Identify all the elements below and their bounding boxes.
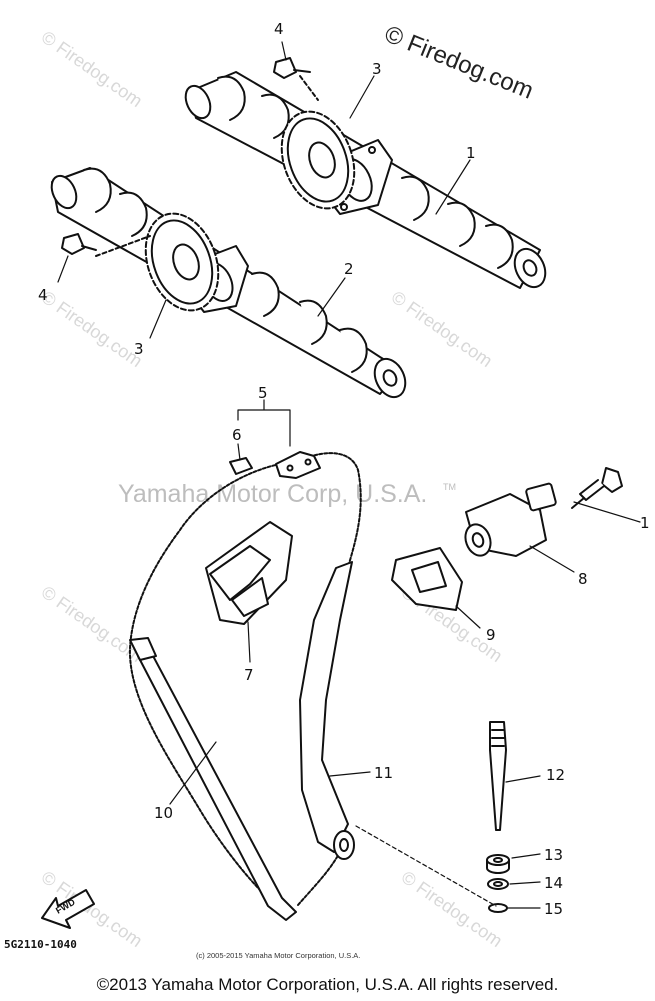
callout-3-lower: 3 — [134, 340, 144, 358]
watermark-text: © Firedog.com — [38, 287, 146, 371]
fwd-arrow-icon — [41, 889, 95, 929]
callout-5: 5 — [258, 384, 268, 402]
part-code: 5G2110-1040 — [4, 938, 77, 951]
tensioner-bolt — [571, 467, 623, 509]
chain-joint — [229, 451, 321, 479]
callout-8: 8 — [578, 570, 588, 588]
washer-15 — [488, 903, 508, 913]
washer-13 — [486, 854, 510, 874]
footer-copyright: ©2013 Yamaha Motor Corporation, U.S.A. A… — [96, 975, 559, 994]
bolt-upper — [273, 57, 319, 101]
callout-12: 12 — [546, 766, 565, 784]
callout-10: 10 — [154, 804, 173, 822]
callout-1: 1 — [466, 144, 476, 162]
callout-3-upper: 3 — [372, 60, 382, 78]
callout-4-lower: 4 — [38, 286, 48, 304]
watermark-center: Yamaha Motor Corp, U.S.A. — [118, 480, 427, 508]
gasket — [391, 547, 463, 611]
exploded-parts-diagram: © Firedog.com © Firedog.com © Firedog.co… — [4, 20, 650, 960]
camshaft-upper — [184, 71, 547, 289]
small-copyright: (c) 2005-2015 Yamaha Motor Corporation, … — [196, 951, 360, 960]
callout-labels: 1 2 3 3 4 4 5 6 7 8 9 10 11 12 13 14 15 … — [38, 20, 650, 918]
watermark-text: © Firedog.com — [388, 287, 496, 371]
callout-9: 9 — [486, 626, 496, 644]
chain-tensioner — [464, 482, 557, 557]
callout-2: 2 — [344, 260, 354, 278]
callout-13: 13 — [544, 846, 563, 864]
guide-stopper-rod — [489, 721, 507, 831]
washer-14 — [487, 878, 509, 890]
callout-15: 15 — [544, 900, 563, 918]
callout-6: 6 — [232, 426, 242, 444]
watermark-corner: © Firedog.com — [381, 21, 537, 105]
sprocket-upper — [280, 110, 356, 210]
leader-lines — [57, 41, 641, 909]
callout-11: 11 — [374, 764, 393, 782]
chain-guide-top — [205, 521, 293, 625]
sprocket-lower — [144, 212, 220, 312]
callout-16: 1 — [640, 514, 650, 532]
watermark-text: © Firedog.com — [38, 27, 146, 111]
watermark-tm: TM — [443, 482, 456, 492]
chain-guide-rear — [299, 561, 355, 860]
bolt-lower — [61, 233, 151, 257]
callout-7: 7 — [244, 666, 254, 684]
callout-4-upper: 4 — [274, 20, 284, 38]
callout-14: 14 — [544, 874, 563, 892]
